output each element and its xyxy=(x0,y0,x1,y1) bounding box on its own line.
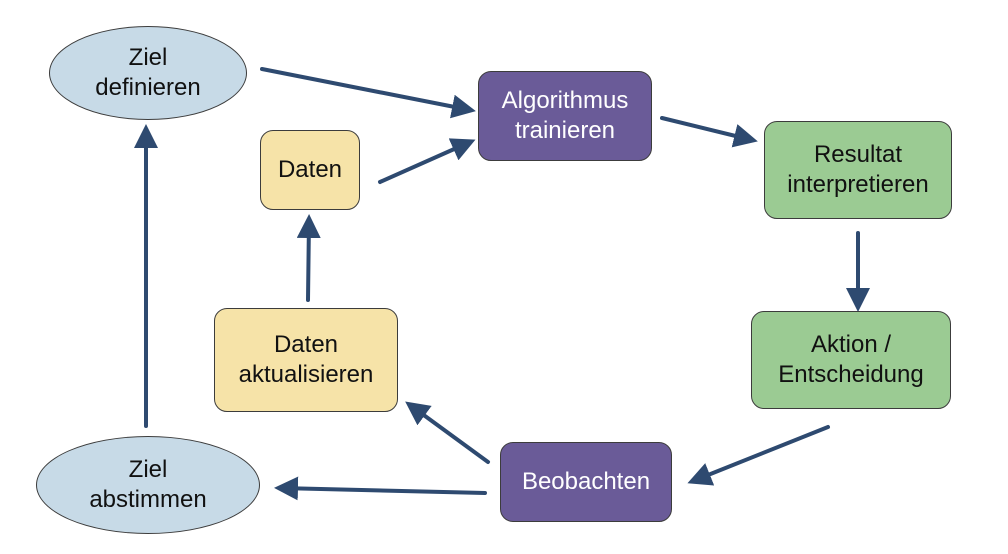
node-ziel-definieren: Ziel definieren xyxy=(49,26,247,120)
node-line: definieren xyxy=(95,74,201,101)
arrow-daten-aktualisieren-to-daten xyxy=(296,214,321,302)
arrow-beobachten-to-ziel-abstimmen xyxy=(274,476,487,501)
node-aktion-entscheidung: Aktion / Entscheidung xyxy=(751,311,951,409)
node-line: Aktion / xyxy=(810,331,892,358)
node-line: Beobachten xyxy=(521,468,651,495)
node-algorithmus-trainieren: Algorithmus trainieren xyxy=(478,71,652,161)
node-line: Resultat xyxy=(813,141,903,168)
node-line: trainieren xyxy=(514,117,616,144)
node-line: Entscheidung xyxy=(778,361,924,388)
arrow-ziel-definieren-to-algorithmus xyxy=(260,67,476,119)
arrow-algorithmus-to-resultat xyxy=(660,116,758,148)
node-daten-aktualisieren: Daten aktualisieren xyxy=(214,308,398,412)
node-line: Algorithmus xyxy=(501,87,629,114)
node-ziel-abstimmen: Ziel abstimmen xyxy=(36,436,260,534)
node-daten: Daten xyxy=(260,130,360,210)
node-line: Ziel xyxy=(128,44,168,71)
node-line: Ziel xyxy=(128,456,168,483)
node-line: abstimmen xyxy=(89,486,207,513)
node-line: aktualisieren xyxy=(238,361,374,388)
node-line: Daten xyxy=(273,331,339,358)
node-resultat-interpretieren: Resultat interpretieren xyxy=(764,121,952,219)
arrow-aktion-to-beobachten xyxy=(687,425,830,486)
node-line: Daten xyxy=(277,156,343,183)
node-beobachten: Beobachten xyxy=(500,442,672,522)
node-line: interpretieren xyxy=(787,171,929,198)
arrow-beobachten-to-daten-aktualisieren xyxy=(405,401,490,464)
arrow-daten-to-algorithmus xyxy=(378,138,476,184)
